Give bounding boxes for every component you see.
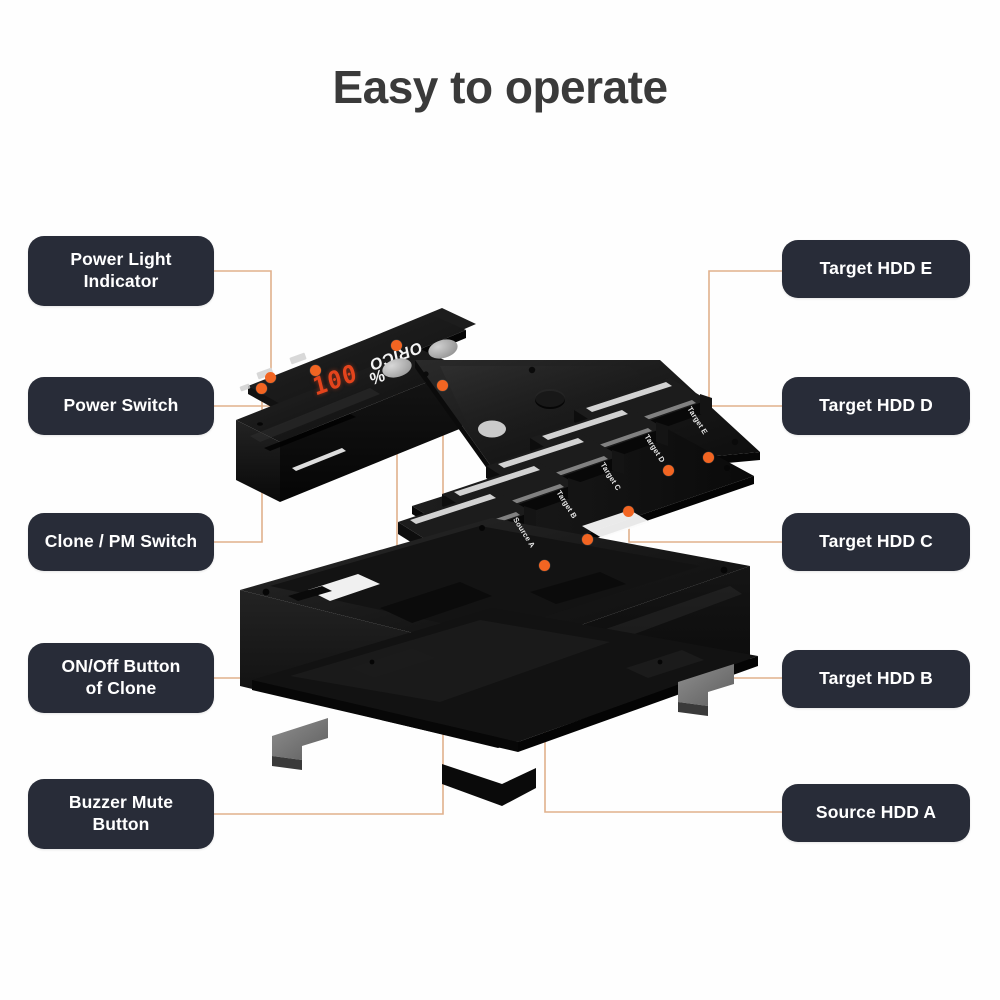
marker-dot-buzzer-mute-button[interactable] <box>437 380 448 391</box>
bracket-foot-right <box>678 664 734 716</box>
callout-source-hdd-a[interactable]: Source HDD A <box>782 784 970 842</box>
callout-label: Clone / PM Switch <box>44 531 198 552</box>
bracket-foot-left <box>272 718 328 770</box>
callout-on-off-button-of-clone[interactable]: ON/Off Button of Clone <box>28 643 214 713</box>
marker-dot-target-hdd-c <box>623 506 634 517</box>
marker-dot-power-light-indicator <box>265 372 276 383</box>
callout-label: Target HDD B <box>819 668 933 689</box>
marker-dot-target-hdd-e <box>703 452 714 463</box>
callout-target-hdd-e[interactable]: Target HDD E <box>782 240 970 298</box>
callout-label: Target HDD E <box>819 258 933 279</box>
callout-label: Buzzer Mute Button <box>68 792 174 834</box>
callout-target-hdd-b[interactable]: Target HDD B <box>782 650 970 708</box>
marker-dot-source-hdd-a <box>539 560 550 571</box>
callout-label: Power Light Indicator <box>70 249 172 291</box>
marker-dot-clone-pm-switch <box>256 383 267 394</box>
callout-target-hdd-d[interactable]: Target HDD D <box>782 377 970 435</box>
callout-label: Target HDD C <box>819 531 933 552</box>
marker-dot-on-off-button[interactable] <box>391 340 402 351</box>
callout-power-light-indicator[interactable]: Power Light Indicator <box>28 236 214 306</box>
callout-buzzer-mute-button[interactable]: Buzzer Mute Button <box>28 779 214 849</box>
callout-label: Source HDD A <box>815 802 937 823</box>
callout-power-switch[interactable]: Power Switch <box>28 377 214 435</box>
product-exploded-illustration: ORICO 100 % Target E Target D Target C T… <box>230 290 790 830</box>
marker-dot-target-hdd-d <box>663 465 674 476</box>
marker-dot-power-switch <box>310 365 321 376</box>
callout-label: Target HDD D <box>819 395 933 416</box>
page-title: Easy to operate <box>332 61 668 113</box>
bracket-foot-center <box>442 764 536 806</box>
callout-label: ON/Off Button of Clone <box>61 656 181 698</box>
callout-clone-pm-switch[interactable]: Clone / PM Switch <box>28 513 214 571</box>
marker-dot-target-hdd-b <box>582 534 593 545</box>
callout-label: Power Switch <box>63 395 179 416</box>
callout-target-hdd-c[interactable]: Target HDD C <box>782 513 970 571</box>
